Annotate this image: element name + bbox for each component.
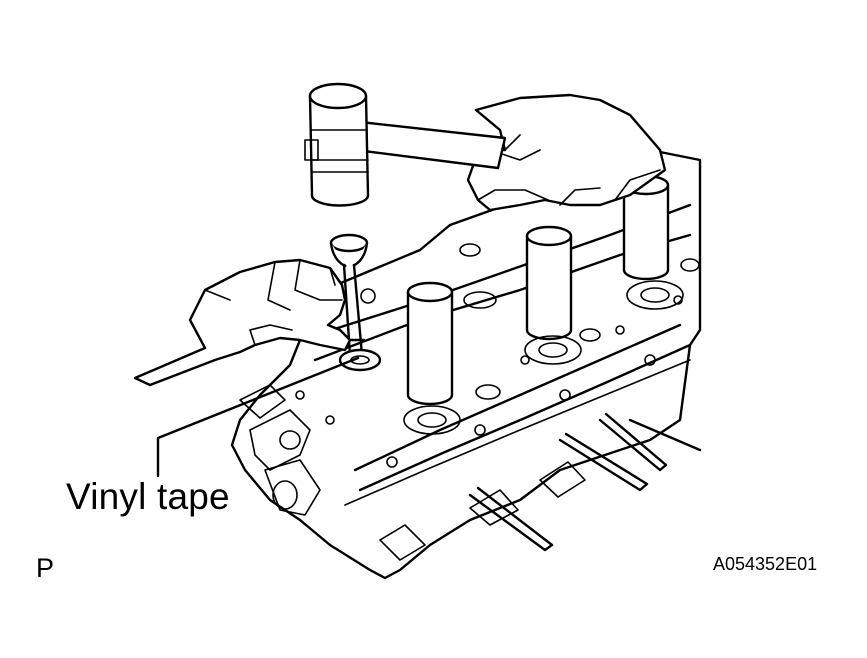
cylinder-head <box>230 148 702 580</box>
figure-code-label: A054352E01 <box>713 554 818 574</box>
corner-letter-label: P <box>36 553 55 583</box>
valve <box>329 233 382 372</box>
plastic-hammer <box>304 82 507 207</box>
callout-leader-line <box>156 356 360 478</box>
valve-guides <box>403 174 700 435</box>
right-hand <box>466 93 667 212</box>
left-hand <box>133 258 352 387</box>
vinyl-tape-label: Vinyl tape <box>66 476 230 517</box>
